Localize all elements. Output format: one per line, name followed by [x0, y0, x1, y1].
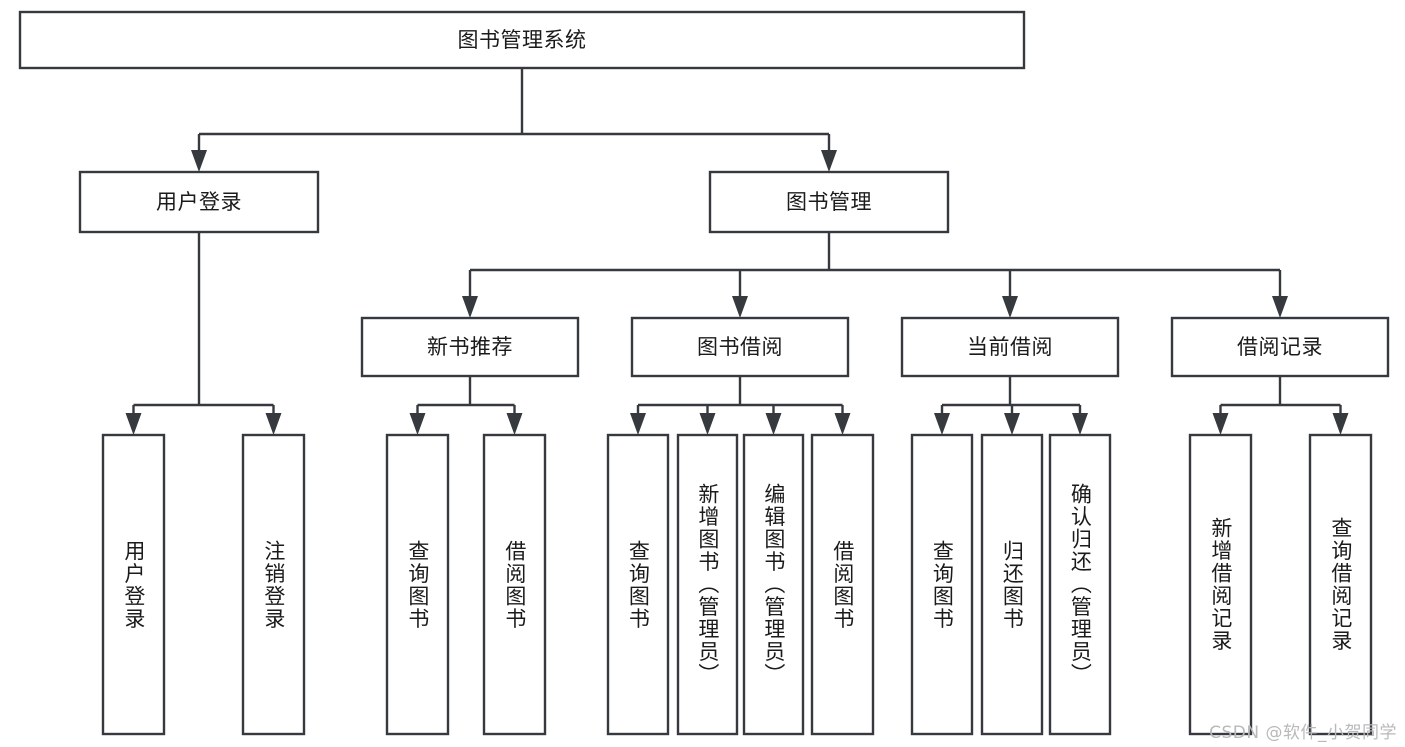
node-box-new-book-rec [360, 316, 580, 378]
node-label-leaf-confirm-return: 确认归还（管理员） [1068, 483, 1093, 686]
node-label-leaf-logout: 注销登录 [261, 539, 286, 630]
node-label-user-login: 用户登录 [156, 190, 242, 214]
arrow-head-icon-leaf-edit-book [765, 413, 782, 435]
node-label-leaf-return-book: 归还图书 [1000, 539, 1025, 630]
node-box-leaf-query-book-cur [910, 433, 974, 736]
arrow-head-icon-user-login [191, 150, 207, 172]
connector-lines-layer [125, 68, 1349, 435]
node-box-leaf-user-login [101, 433, 166, 736]
node-box-leaf-borrow-book [810, 433, 875, 736]
arrow-head-icon-leaf-borrow-book-rec [506, 413, 523, 435]
node-label-leaf-query-book: 查询图书 [626, 539, 651, 630]
node-box-leaf-add-book [676, 433, 739, 736]
arrow-head-icon-leaf-add-book [699, 413, 716, 435]
node-box-leaf-query-book-rec [385, 433, 450, 736]
node-box-leaf-add-record [1188, 433, 1253, 736]
arrow-head-icon-leaf-user-login [125, 413, 142, 435]
arrow-head-icon-borrow-record [1272, 296, 1288, 318]
arrow-head-icon-leaf-query-book-rec [409, 413, 426, 435]
node-box-root [18, 10, 1026, 70]
node-boxes-layer [18, 10, 1390, 736]
node-box-leaf-return-book [980, 433, 1044, 736]
node-label-leaf-borrow-book: 借阅图书 [830, 539, 855, 630]
arrow-head-icon-book-borrow [732, 296, 748, 318]
arrow-head-icon-leaf-confirm-return [1072, 413, 1088, 435]
node-box-leaf-borrow-book-rec [482, 433, 547, 736]
node-box-leaf-logout [241, 433, 306, 736]
node-label-leaf-user-login: 用户登录 [121, 539, 146, 630]
arrow-head-icon-leaf-borrow-book [834, 413, 851, 435]
node-box-current-borrow [900, 316, 1120, 378]
node-label-leaf-borrow-book-rec: 借阅图书 [502, 539, 527, 630]
node-label-book-manage: 图书管理 [786, 190, 872, 214]
arrow-head-icon-leaf-logout [265, 413, 282, 435]
arrow-head-icon-book-manage [821, 150, 837, 172]
node-label-current-borrow: 当前借阅 [967, 335, 1053, 359]
arrow-head-icon-leaf-query-record [1332, 413, 1349, 435]
node-label-leaf-query-book-cur: 查询图书 [930, 539, 955, 630]
arrow-head-icon-leaf-return-book [1004, 413, 1020, 435]
arrow-head-icon-leaf-add-record [1212, 413, 1229, 435]
node-box-user-login [78, 170, 320, 234]
node-label-leaf-query-record: 查询借阅记录 [1328, 517, 1353, 652]
node-label-new-book-rec: 新书推荐 [427, 335, 513, 359]
node-label-book-borrow: 图书借阅 [697, 335, 783, 359]
node-box-leaf-query-record [1308, 433, 1373, 736]
node-label-root: 图书管理系统 [458, 28, 587, 52]
node-label-leaf-edit-book: 编辑图书（管理员） [761, 483, 786, 686]
arrow-head-icon-leaf-query-book [630, 413, 646, 435]
arrow-head-icon-current-borrow [1002, 296, 1018, 318]
node-label-borrow-record: 借阅记录 [1237, 335, 1323, 359]
node-label-leaf-query-book-rec: 查询图书 [405, 539, 430, 630]
node-label-leaf-add-record: 新增借阅记录 [1208, 517, 1233, 652]
arrow-head-icon-leaf-query-book-cur [934, 413, 950, 435]
node-label-leaf-add-book: 新增图书（管理员） [695, 483, 720, 686]
arrow-head-icon-new-book-rec [462, 296, 478, 318]
node-box-leaf-confirm-return [1048, 433, 1112, 736]
node-box-leaf-query-book [606, 433, 670, 736]
